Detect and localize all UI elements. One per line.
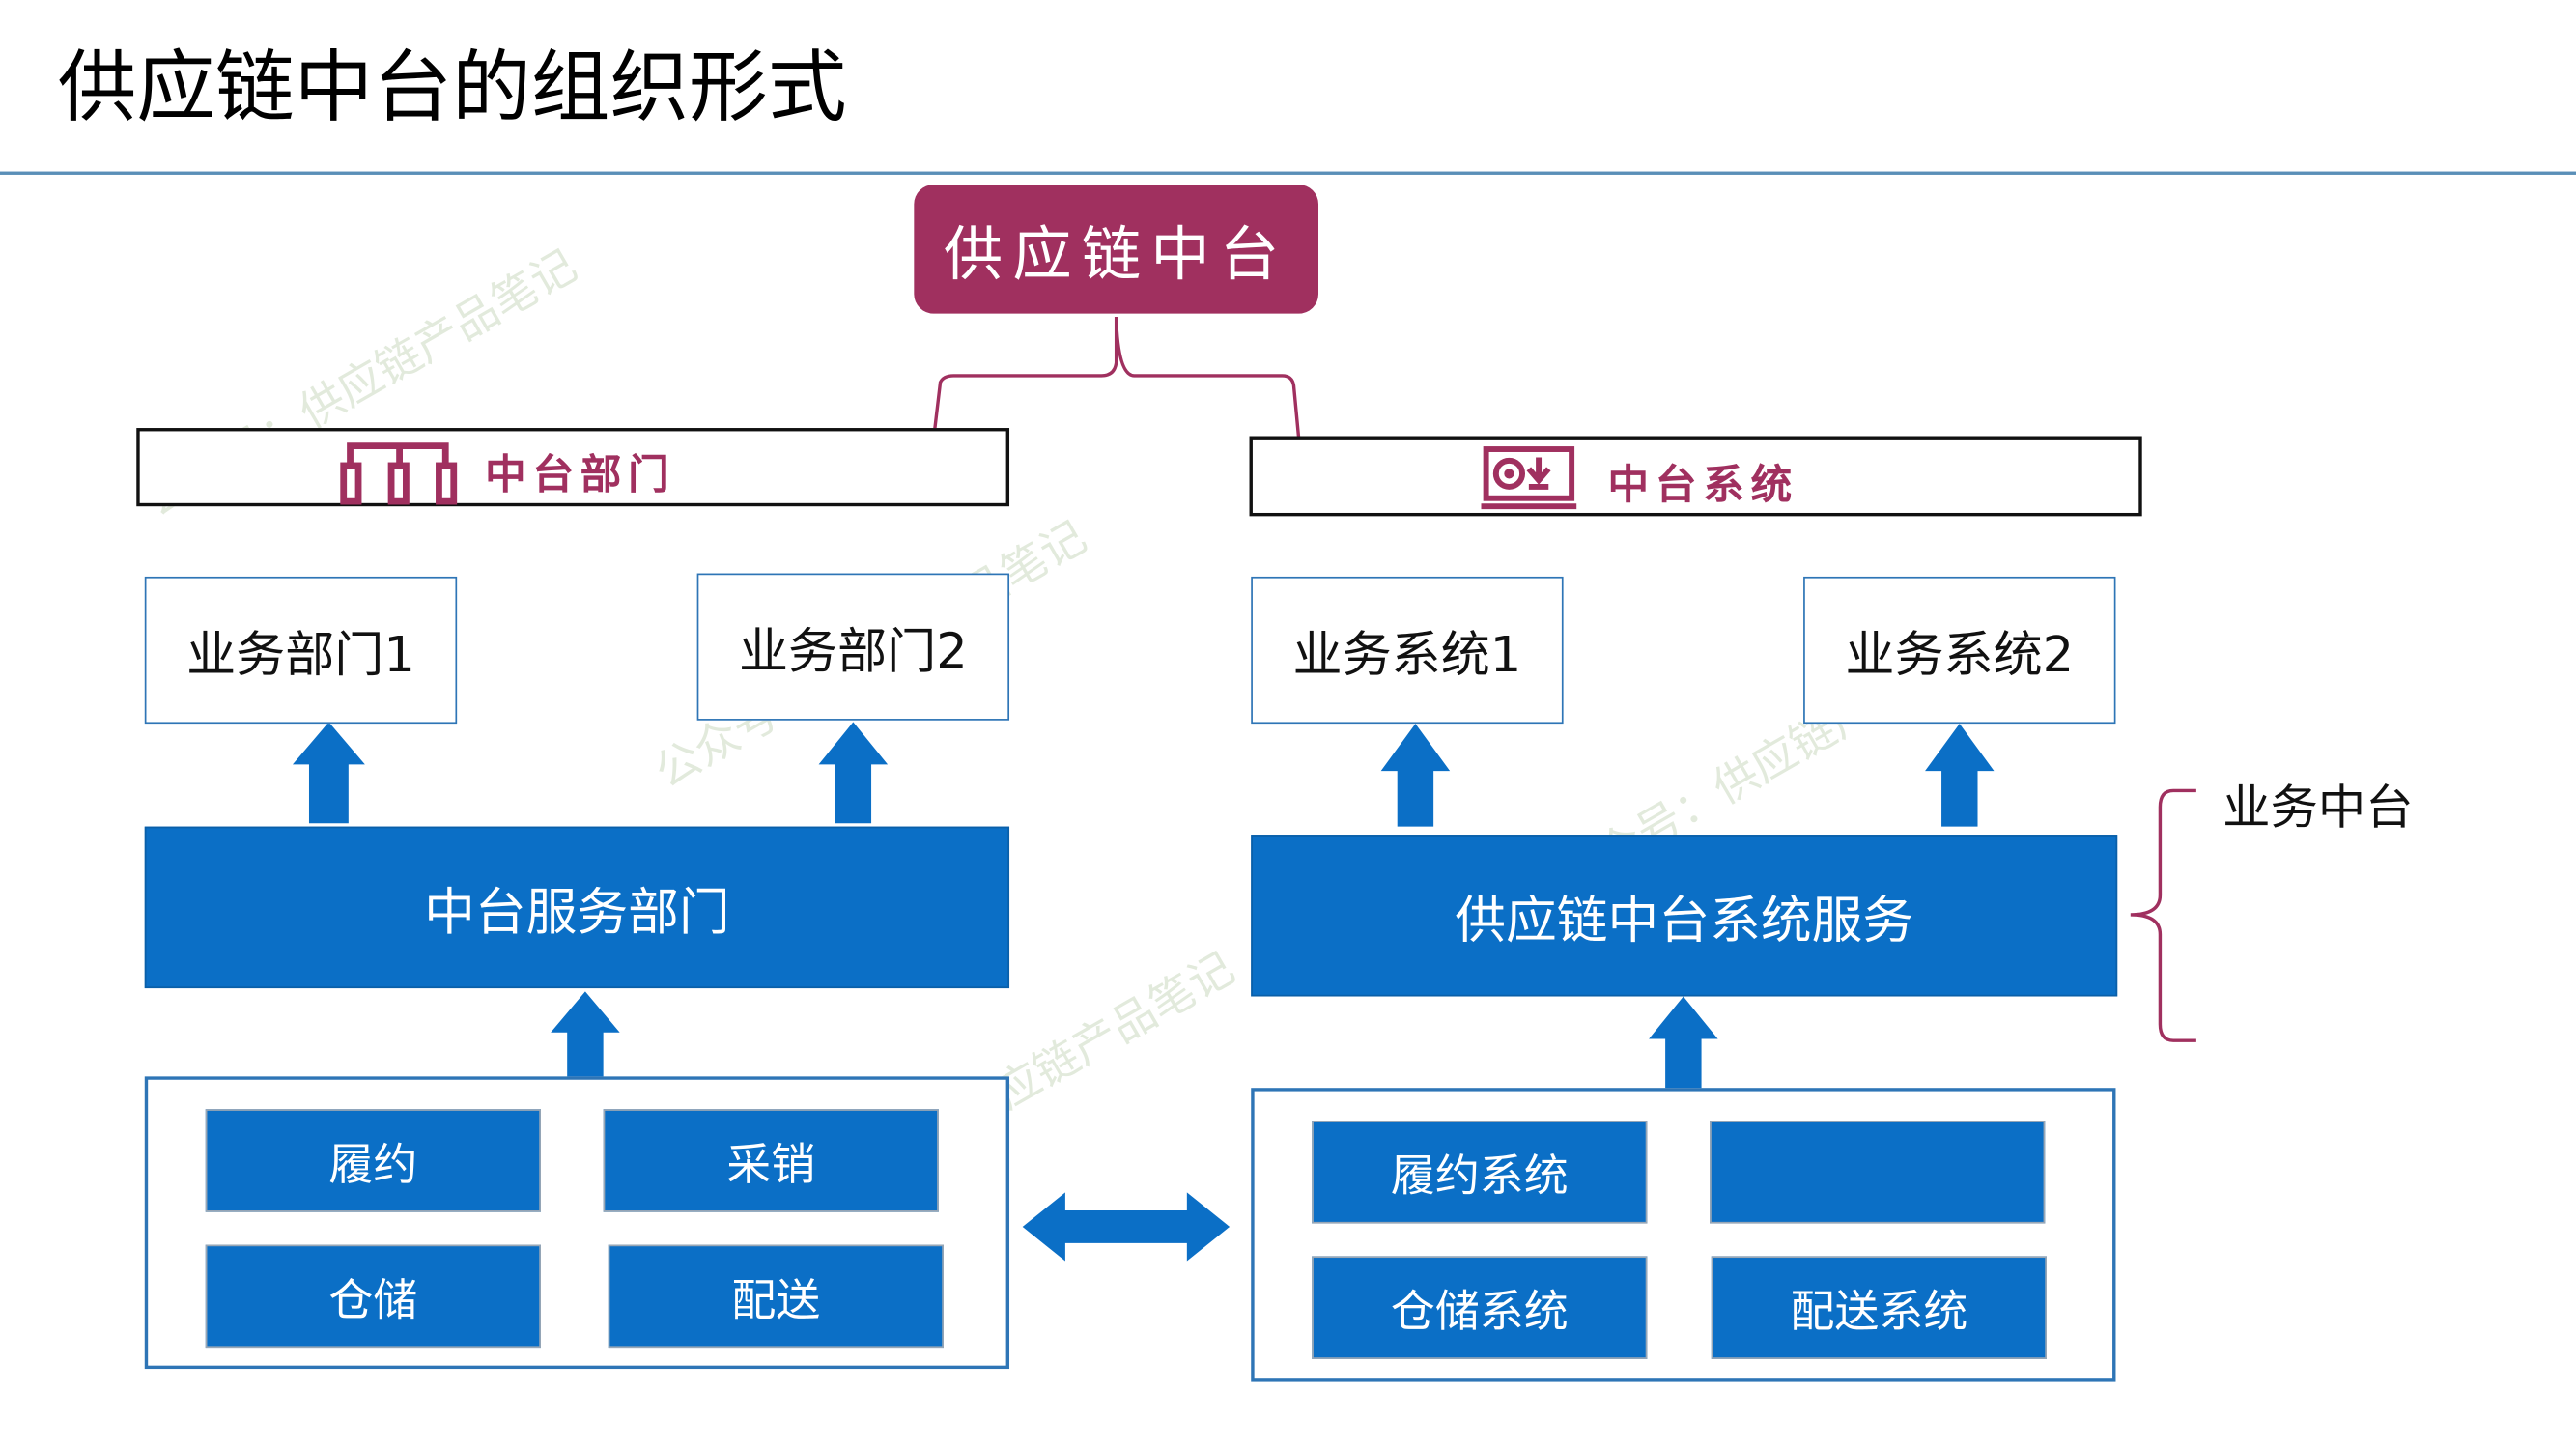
output-box-dept-2: 业务部门2 — [696, 573, 1010, 721]
module-cell: 履约 — [205, 1109, 541, 1212]
org-chart-icon — [340, 442, 458, 505]
left-header: 中台部门 — [136, 428, 1010, 507]
up-arrow — [1649, 996, 1718, 1092]
output-box-dept-1: 业务部门1 — [144, 576, 458, 724]
left-header-label: 中台部门 — [485, 450, 676, 498]
brace-label: 业务中台 — [2222, 779, 2414, 836]
up-arrow — [551, 991, 620, 1090]
up-arrow — [292, 722, 365, 824]
module-cell: 配送 — [608, 1244, 944, 1349]
top-bracket — [932, 317, 1301, 439]
title-divider — [0, 171, 2576, 175]
right-header: 中台系统 — [1249, 436, 2142, 517]
module-cell: 配送系统 — [1711, 1256, 2047, 1359]
module-cell: 仓储系统 — [1312, 1256, 1648, 1359]
monitor-download-icon — [1481, 446, 1577, 510]
output-box-system-1: 业务系统1 — [1251, 576, 1564, 724]
service-bar-left: 中台服务部门 — [144, 826, 1010, 989]
up-arrow — [1925, 724, 1995, 827]
service-bar-right: 供应链中台系统服务 — [1251, 835, 2118, 997]
output-box-system-2: 业务系统2 — [1803, 576, 2116, 724]
module-cell: 仓储 — [205, 1244, 541, 1349]
top-node-supply-chain-platform: 供应链中台 — [914, 185, 1319, 314]
module-cell: 履约系统 — [1312, 1121, 1648, 1224]
up-arrow — [818, 722, 889, 824]
module-cell — [1710, 1121, 2046, 1224]
page-title: 供应链中台的组织形式 — [57, 42, 847, 134]
up-arrow — [1380, 724, 1451, 827]
right-header-label: 中台系统 — [1607, 460, 1799, 508]
module-cell: 采销 — [603, 1109, 939, 1212]
brace — [2130, 788, 2196, 1042]
double-arrow — [1022, 1192, 1231, 1262]
